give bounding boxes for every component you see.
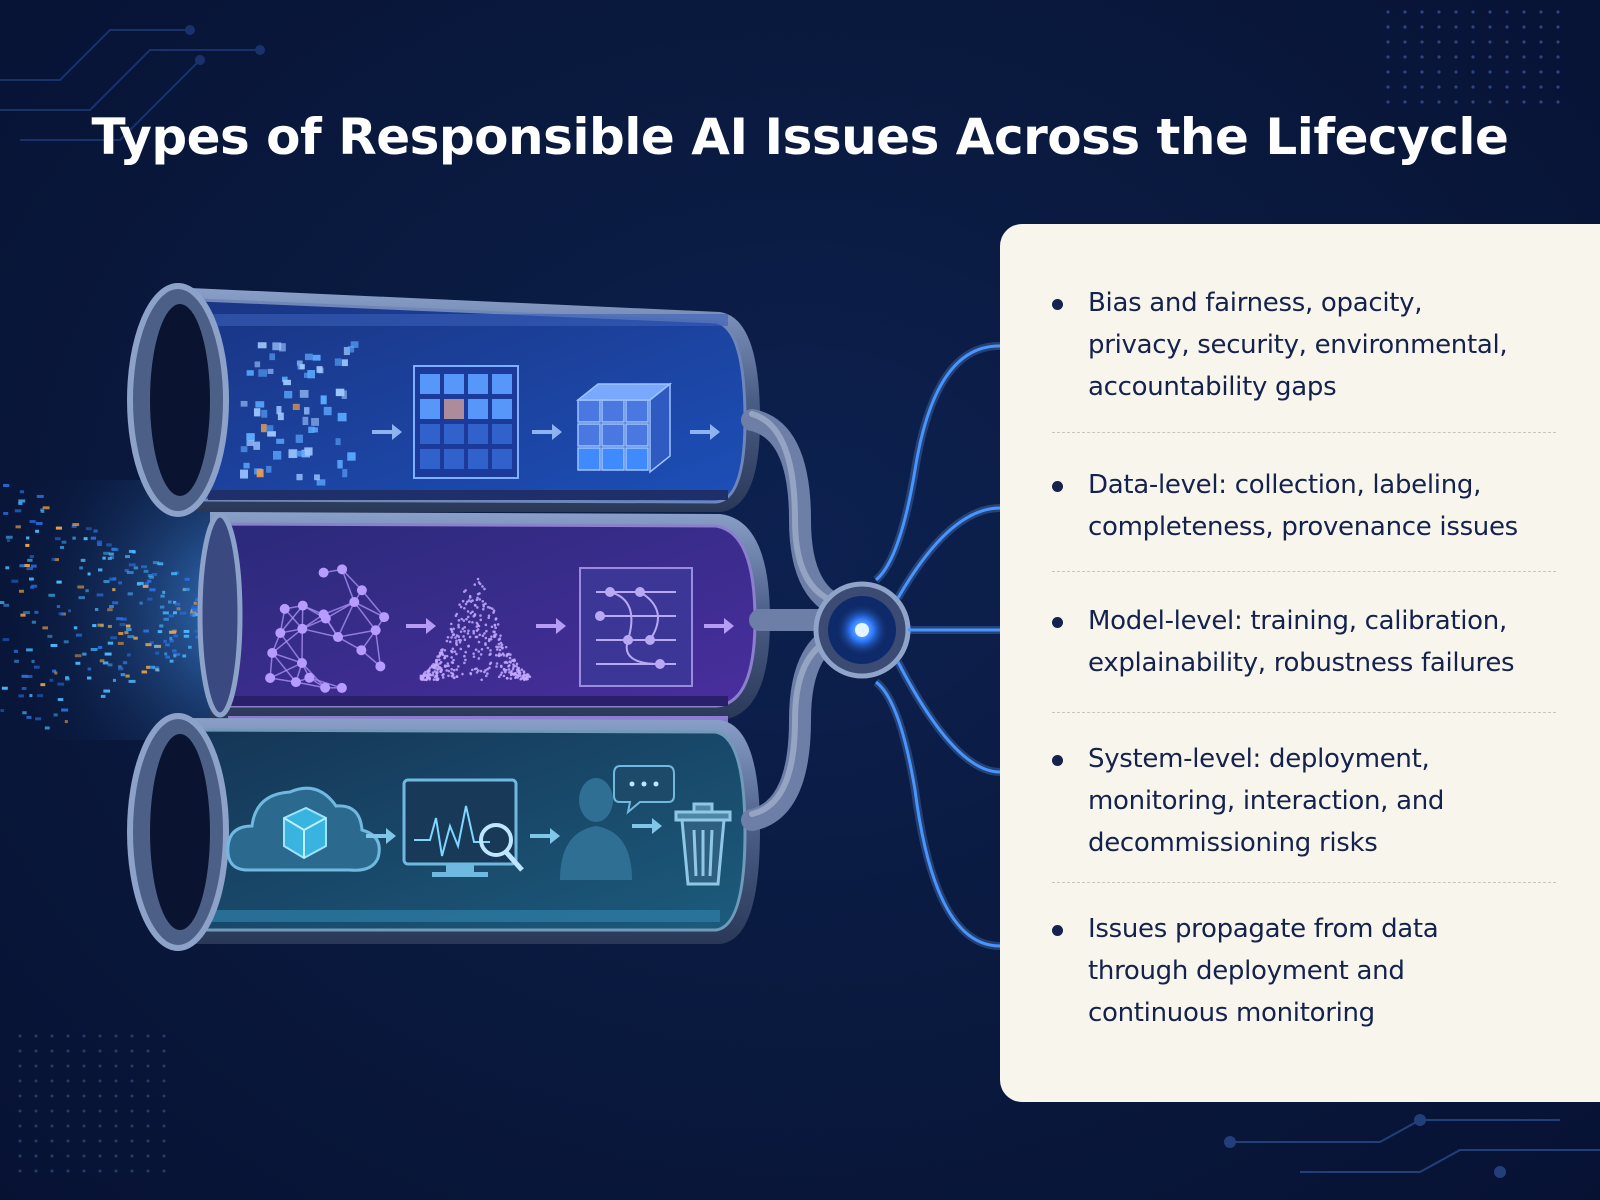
arrow-icon — [536, 618, 566, 634]
bullet-dot — [1052, 299, 1063, 310]
arrow-icon — [532, 424, 562, 440]
issue-text-line: through deployment and — [1088, 956, 1405, 986]
central-hub — [813, 581, 911, 679]
issue-text-line: monitoring, interaction, and — [1088, 786, 1445, 816]
trash-decommission-icon — [674, 802, 732, 886]
issue-connectors — [874, 344, 1030, 948]
bullet-dot — [1052, 617, 1063, 628]
divider — [1052, 882, 1556, 883]
issue-item: System-level: deployment, monitoring, int… — [1050, 738, 1550, 864]
monitoring-screen-icon — [402, 778, 524, 877]
distribution-curve-icon — [419, 577, 532, 682]
data-cube-icon — [575, 382, 673, 474]
issue-text-line: privacy, security, environmental, — [1088, 330, 1508, 360]
arrow-icon — [632, 818, 662, 834]
data-grid-icon — [413, 365, 519, 479]
dot-grid-decoration — [1386, 10, 1560, 104]
issue-text-line: completeness, provenance issues — [1088, 512, 1518, 542]
page-title: Types of Responsible AI Issues Across th… — [91, 108, 1509, 166]
issue-text-line: accountability gaps — [1088, 372, 1337, 402]
cloud-deploy-icon — [226, 786, 381, 872]
model-graph-icon — [579, 567, 693, 687]
neural-network-icon — [265, 564, 390, 693]
divider — [1052, 571, 1556, 572]
divider — [1052, 432, 1556, 433]
arrow-icon — [372, 424, 402, 440]
circuit-traces-decoration-bottom — [1224, 1114, 1600, 1178]
arrow-icon — [690, 424, 720, 440]
issue-text-line: Data-level: collection, labeling, — [1088, 470, 1482, 500]
issue-text-line: Bias and fairness, opacity, — [1088, 288, 1423, 318]
arrow-icon — [406, 618, 436, 634]
issue-text-line: Issues propagate from data — [1088, 914, 1439, 944]
divider — [1052, 712, 1556, 713]
arrow-icon — [530, 828, 560, 844]
issue-item: Bias and fairness, opacity, privacy, secu… — [1050, 282, 1550, 408]
arrow-icon — [704, 618, 734, 634]
user-interaction-icon — [560, 765, 675, 880]
dot-grid-decoration-bl — [18, 1034, 166, 1173]
bullet-dot — [1052, 755, 1063, 766]
issue-text-line: Model-level: training, calibration, — [1088, 606, 1507, 636]
bullet-dot — [1052, 481, 1063, 492]
circuit-traces-decoration — [0, 25, 265, 141]
arrow-icon — [366, 828, 396, 844]
issues-panel — [1000, 224, 1600, 1102]
issue-text-line: System-level: deployment, — [1088, 744, 1430, 774]
issue-text-line: explainability, robustness failures — [1088, 648, 1515, 678]
issue-text-line: decommissioning risks — [1088, 828, 1378, 858]
data-stream-particles — [0, 483, 224, 730]
bullet-dot — [1052, 925, 1063, 936]
scattered-data-cubes-icon — [240, 341, 359, 486]
issue-item: Data-level: collection, labeling, complet… — [1050, 464, 1550, 548]
issue-item: Issues propagate from data through deploy… — [1050, 908, 1550, 1034]
issue-item: Model-level: training, calibration, expla… — [1050, 600, 1550, 684]
issue-text-line: continuous monitoring — [1088, 998, 1375, 1028]
